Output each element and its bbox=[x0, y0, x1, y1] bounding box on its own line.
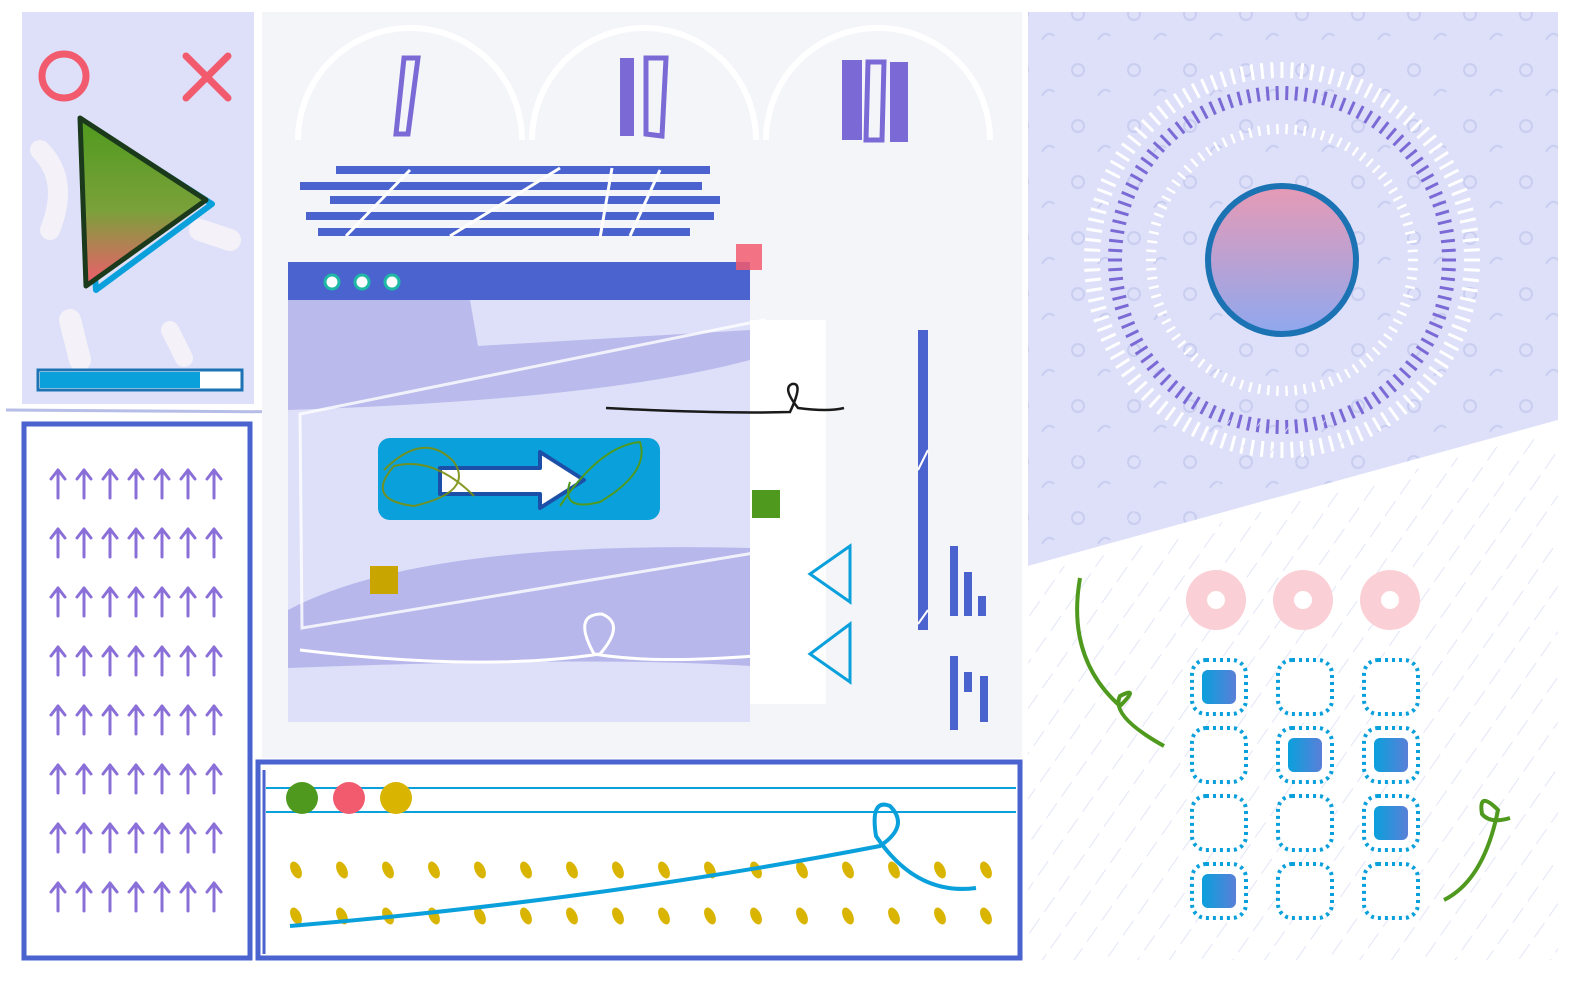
ring-hole bbox=[1207, 591, 1225, 609]
arrow-grid-frame bbox=[24, 424, 250, 958]
toggle-cell-fill bbox=[1374, 738, 1408, 772]
accent-square bbox=[752, 490, 780, 518]
toggle-cell-fill bbox=[1374, 806, 1408, 840]
arrow-grid-panel bbox=[24, 424, 250, 958]
toggle-cell[interactable] bbox=[1192, 864, 1246, 918]
toggle-cell-fill bbox=[1202, 874, 1236, 908]
dial-tick bbox=[1407, 241, 1417, 242]
decor-stroke bbox=[70, 320, 80, 360]
dial-tick bbox=[1304, 126, 1306, 136]
dial-tick bbox=[1295, 125, 1296, 135]
dial-tick bbox=[1147, 241, 1157, 242]
ring-hole bbox=[1294, 591, 1312, 609]
dial-tick bbox=[1408, 269, 1418, 270]
dial-tick bbox=[1147, 278, 1157, 279]
dial-tick bbox=[1109, 278, 1123, 280]
dial-tick bbox=[1441, 240, 1455, 242]
dial-tick bbox=[1408, 251, 1418, 252]
dial-tick bbox=[1305, 88, 1307, 102]
dial-tick bbox=[1085, 279, 1101, 281]
sequencer-control-dot[interactable] bbox=[286, 782, 318, 814]
window-control-dot[interactable] bbox=[325, 275, 339, 289]
sequencer-frame bbox=[258, 762, 1020, 958]
divider bbox=[6, 410, 300, 412]
dial-tick bbox=[1108, 269, 1122, 270]
dial-tick bbox=[1109, 240, 1123, 242]
dial-tick bbox=[1084, 270, 1100, 271]
dial-tick bbox=[1267, 87, 1268, 101]
decor-stroke bbox=[170, 330, 184, 358]
window-control-dot[interactable] bbox=[355, 275, 369, 289]
decor-stroke bbox=[200, 230, 230, 240]
dial-tick bbox=[1442, 269, 1456, 270]
dial-tick bbox=[1084, 250, 1100, 251]
dial-tick bbox=[1407, 278, 1417, 279]
toggle-cell[interactable] bbox=[1192, 796, 1246, 850]
toggle-cell[interactable] bbox=[1364, 728, 1418, 782]
dial-tick bbox=[1464, 270, 1480, 271]
accent-square bbox=[736, 244, 762, 270]
toggle-cell-fill bbox=[1288, 738, 1322, 772]
window-controls bbox=[325, 275, 399, 289]
dial-tick bbox=[1463, 279, 1479, 281]
ring-row bbox=[1186, 570, 1420, 630]
toggle-cell[interactable] bbox=[1364, 796, 1418, 850]
dial-tick bbox=[1268, 385, 1269, 395]
dial-tick bbox=[1295, 385, 1296, 395]
dial-tick bbox=[1463, 239, 1479, 241]
dial-tick bbox=[1272, 62, 1273, 78]
toggle-cell[interactable] bbox=[1278, 728, 1332, 782]
toggle-cell[interactable] bbox=[1364, 864, 1418, 918]
toggle-cell[interactable] bbox=[1192, 660, 1246, 714]
dial-knob[interactable] bbox=[1208, 186, 1356, 334]
toggle-cell[interactable] bbox=[1364, 660, 1418, 714]
toggle-cell[interactable] bbox=[1278, 864, 1332, 918]
dial-tick bbox=[1085, 239, 1101, 241]
dial-tick bbox=[1296, 87, 1297, 101]
scrollbar[interactable] bbox=[918, 330, 928, 630]
dial-tick bbox=[1292, 62, 1293, 78]
dial-tick bbox=[1261, 63, 1263, 79]
dial-tick bbox=[1258, 126, 1260, 136]
toggle-cell-fill bbox=[1202, 670, 1236, 704]
dial-tick bbox=[1108, 250, 1122, 251]
sequencer-control-dot[interactable] bbox=[333, 782, 365, 814]
sequencer-panel bbox=[258, 762, 1020, 958]
dial-tick bbox=[1304, 384, 1306, 394]
play-progress-bar[interactable] bbox=[38, 370, 242, 390]
accent-square bbox=[370, 566, 398, 594]
dial-tick bbox=[1146, 251, 1156, 252]
toggle-cell[interactable] bbox=[1192, 728, 1246, 782]
dial-tick bbox=[1442, 250, 1456, 251]
sequencer-control-dot[interactable] bbox=[380, 782, 412, 814]
sequencer-controls bbox=[286, 782, 412, 814]
scroll-track[interactable] bbox=[918, 330, 928, 630]
dial-tick bbox=[1464, 250, 1480, 251]
media-card bbox=[22, 12, 254, 404]
ring-hole bbox=[1381, 591, 1399, 609]
dial-tick bbox=[1268, 125, 1269, 135]
dial-tick bbox=[1301, 63, 1303, 79]
next-arrow-button[interactable] bbox=[378, 438, 660, 520]
dial-tick bbox=[1146, 269, 1156, 270]
dial-tick bbox=[1441, 278, 1455, 280]
toggle-cell[interactable] bbox=[1278, 660, 1332, 714]
window-control-dot[interactable] bbox=[385, 275, 399, 289]
toggle-cell[interactable] bbox=[1278, 796, 1332, 850]
dial-tick bbox=[1257, 88, 1259, 102]
play-progress-fill bbox=[40, 372, 200, 388]
dial-tick bbox=[1258, 384, 1260, 394]
